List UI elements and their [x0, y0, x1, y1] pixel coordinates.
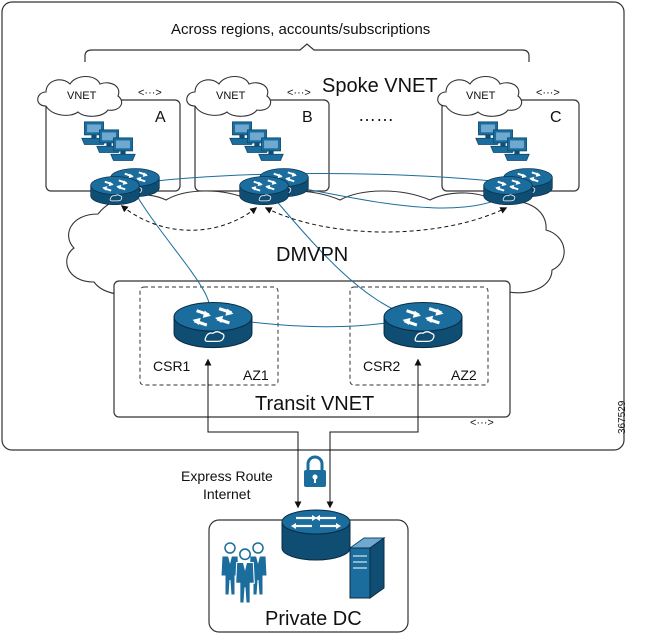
internet-label: Internet [203, 486, 251, 502]
cloud-region-frame [1, 1, 625, 451]
transit-peering-symbol: <···> [470, 417, 494, 429]
peering-symbol-b: <···> [287, 87, 311, 99]
pc-cluster-icon-b [258, 137, 284, 161]
spoke-router-icon-c [482, 175, 534, 206]
spoke-bc-arrow [264, 207, 508, 233]
peering-symbol-a: <···> [138, 87, 162, 99]
regions-brace [84, 43, 530, 62]
dmvpn-label: DMVPN [276, 244, 349, 266]
spoke-ellipsis: …… [358, 105, 394, 125]
figure-id: 367529 [617, 400, 628, 434]
people-icon [220, 542, 268, 604]
spoke-router-icon-a [89, 175, 141, 206]
az2-label: AZ2 [451, 367, 477, 383]
vnet-cloud-label-a: VNET [67, 90, 97, 102]
csr2-dc-link [326, 358, 422, 509]
lock-icon [304, 455, 326, 487]
spoke-ab-arrow [120, 205, 258, 231]
spoke-letter-b: B [302, 109, 313, 126]
peering-symbol-c: <···> [536, 87, 560, 99]
csr1-dc-link [204, 358, 302, 509]
vnet-cloud-label-c: VNET [466, 90, 496, 102]
csr2-label: CSR2 [363, 358, 401, 374]
spoke-letter-a: A [155, 109, 166, 126]
pc-cluster-icon-a [110, 137, 136, 161]
pc-cluster-icon-c [504, 137, 530, 161]
transit-vnet-title: Transit VNET [255, 393, 375, 415]
dc-switch-icon [281, 509, 351, 561]
csr1-label: CSR1 [153, 358, 191, 374]
private-dc-title: Private DC [265, 608, 362, 630]
spoke-letter-c: C [550, 109, 562, 126]
spoke-router-icon-b [238, 175, 290, 206]
server-icon [348, 537, 386, 599]
dmvpn-tunnel-d [129, 173, 523, 185]
express-route-label: Express Route [181, 468, 273, 484]
regions-label: Across regions, accounts/subscriptions [171, 21, 431, 38]
csr2-router-icon [382, 300, 464, 350]
vnet-cloud-label-b: VNET [216, 90, 246, 102]
spoke-vnet-title: Spoke VNET [322, 75, 438, 97]
vnet-cloud-b [186, 75, 272, 117]
csr1-router-icon [172, 300, 254, 350]
az1-label: AZ1 [243, 367, 269, 383]
vnet-cloud-c [437, 75, 523, 117]
vnet-cloud-a [37, 75, 123, 117]
